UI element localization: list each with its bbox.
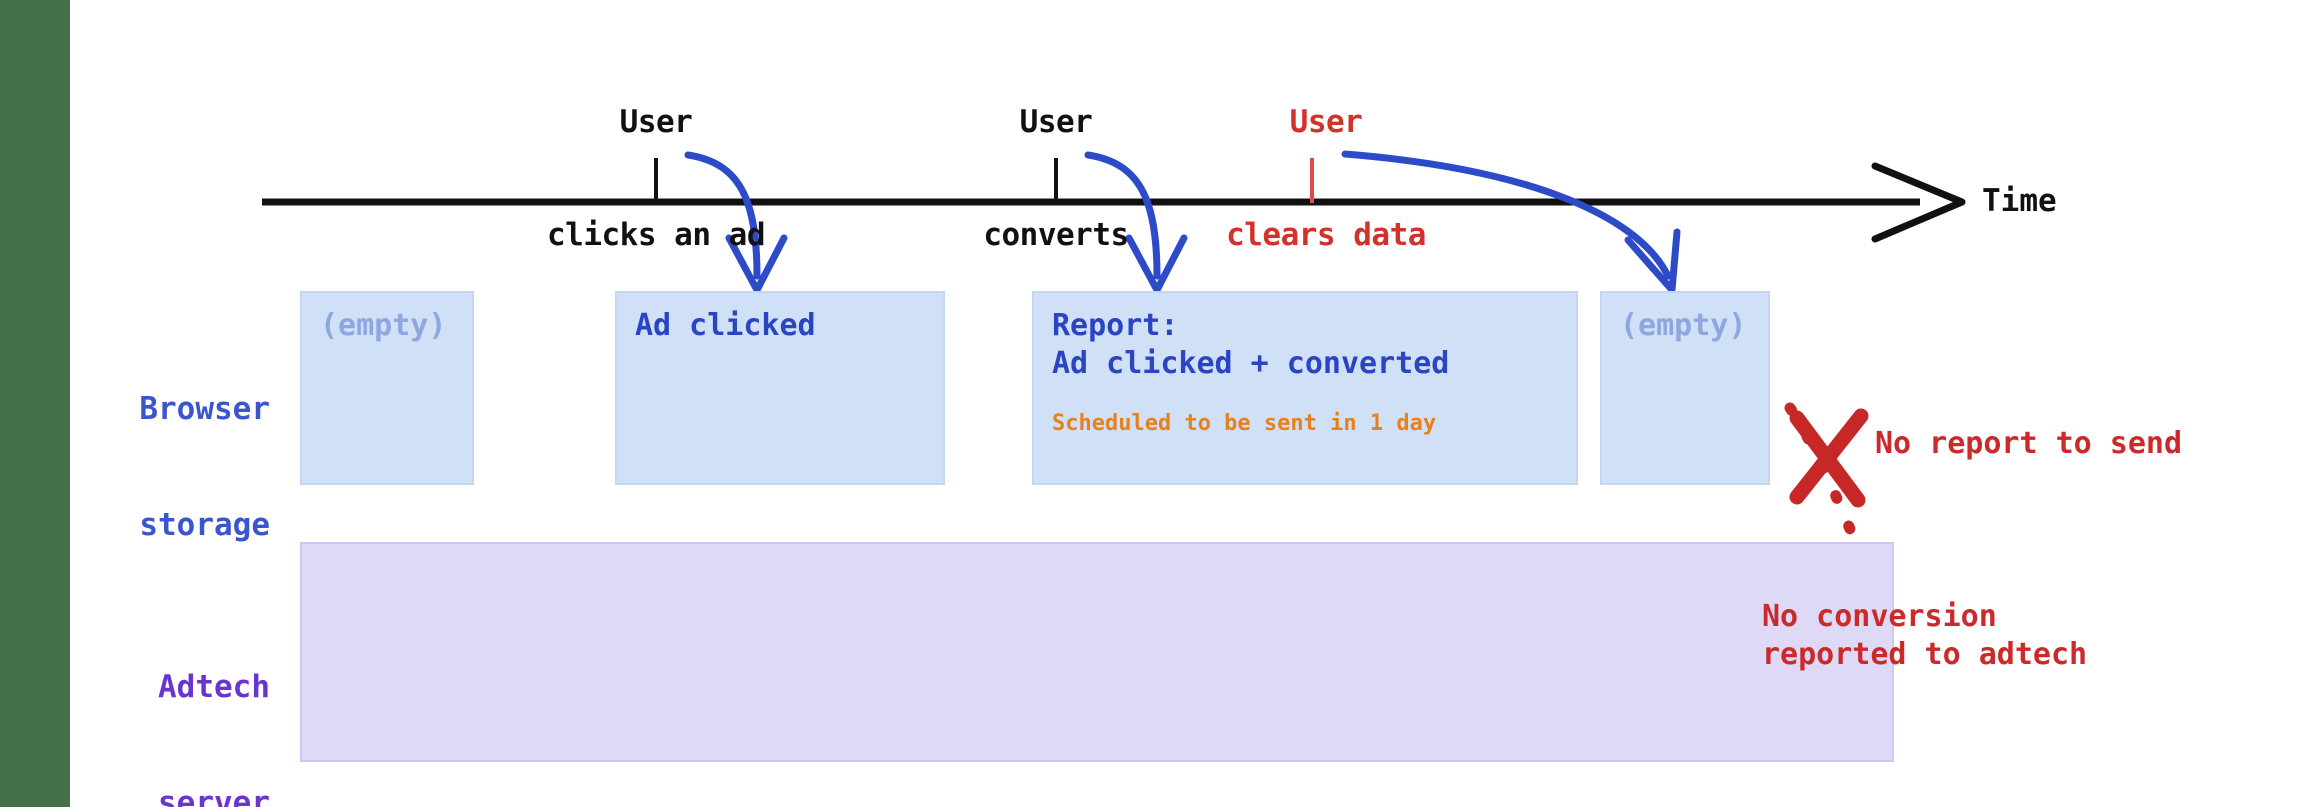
event-label-clear-line1: User <box>1289 103 1363 140</box>
arrow-click-head <box>725 234 788 294</box>
event-label-convert: User converts <box>936 28 1176 331</box>
left-color-strip <box>0 0 70 807</box>
browser-state-note: Scheduled to be sent in 1 day <box>1052 411 1437 436</box>
browser-state-box-empty-initial: (empty) <box>300 291 474 485</box>
annotation-no-report-to-send: No report to send <box>1875 426 2183 461</box>
connector-arrows <box>684 150 1681 294</box>
event-label-click: User clicks an ad <box>536 28 776 331</box>
browser-state-box-empty-cleared: (empty) <box>1600 291 1770 485</box>
timeline-axis <box>262 162 1966 243</box>
timeline-ticks <box>654 158 1314 203</box>
row-label-browser-line1: Browser <box>139 390 270 427</box>
arrow-click-to-box <box>684 151 761 280</box>
row-label-adtech-line2: server <box>158 784 270 807</box>
event-label-clear: User clears data <box>1196 28 1456 331</box>
browser-state-text: Ad clicked <box>635 308 816 343</box>
event-label-click-line2: clicks an ad <box>547 217 765 254</box>
annotation-no-conversion-reported: No conversion reported to adtech <box>1762 599 2088 672</box>
browser-state-text: (empty) <box>320 308 447 343</box>
event-label-convert-line2: converts <box>983 217 1129 254</box>
arrow-convert-to-box <box>1084 151 1161 280</box>
arrow-convert-head <box>1125 234 1188 294</box>
browser-state-text: (empty) <box>1620 308 1747 343</box>
axis-label-time: Time <box>1982 183 2057 219</box>
row-label-browser-line2: storage <box>139 506 270 543</box>
row-label-adtech-server: Adtech server <box>78 590 270 807</box>
event-label-convert-line1: User <box>1019 103 1093 140</box>
row-label-adtech-line1: Adtech <box>158 668 270 705</box>
browser-state-text: Report: Ad clicked + converted <box>1052 308 1450 382</box>
row-label-browser-storage: Browser storage <box>78 312 270 622</box>
browser-state-box-ad-clicked: Ad clicked <box>615 291 945 485</box>
event-label-clear-line2: clears data <box>1226 217 1426 254</box>
browser-state-box-report: Report: Ad clicked + converted Scheduled… <box>1032 291 1578 485</box>
arrow-clear-to-box <box>1341 150 1672 280</box>
blocked-report-arrow <box>1784 402 1890 654</box>
event-label-click-line1: User <box>619 103 693 140</box>
red-x-icon <box>1789 408 1869 508</box>
adtech-server-box <box>300 542 1894 762</box>
arrow-clear-head <box>1624 228 1681 294</box>
